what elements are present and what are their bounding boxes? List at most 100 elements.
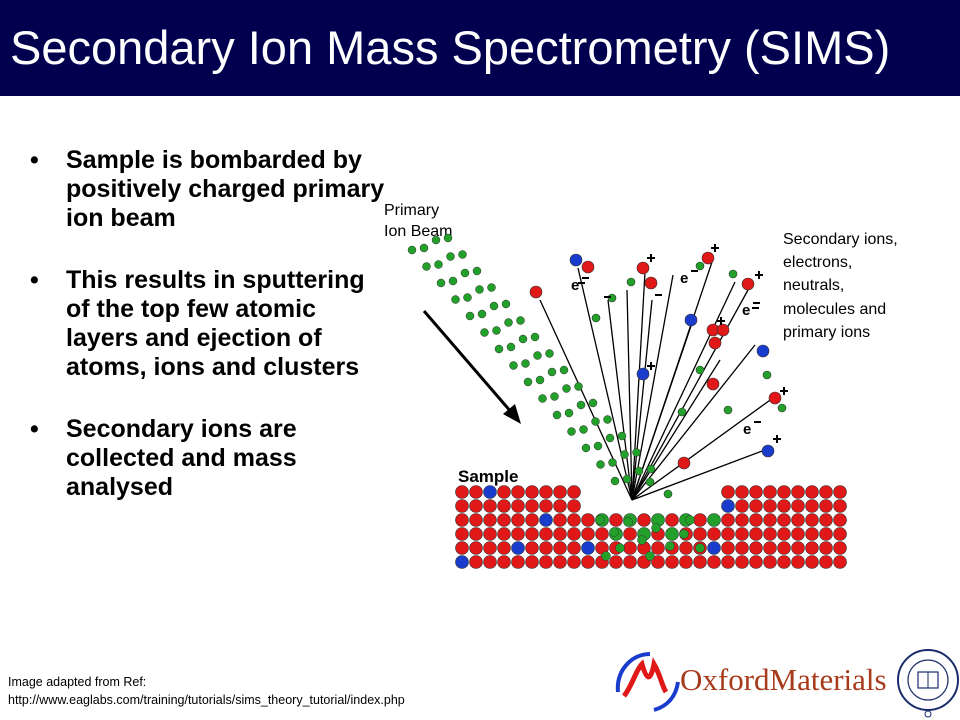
primary-ion [533, 351, 542, 360]
materials-emblem-icon [615, 652, 680, 712]
red-atom [567, 513, 581, 527]
primary-ion [622, 474, 632, 484]
primary-ion [559, 365, 569, 375]
red-atom [791, 555, 805, 569]
red-atom [777, 499, 791, 513]
red-atom [455, 485, 469, 499]
primary-ion [460, 268, 470, 278]
primary-ion [620, 450, 629, 459]
red-atom [623, 527, 637, 541]
primary-ion [603, 415, 612, 424]
university-seal-icon [897, 649, 959, 718]
primary-beam-label-line2: Ion Beam [384, 223, 452, 240]
ejected-red-atom [701, 251, 715, 265]
red-atom [567, 527, 581, 541]
primary-ion [610, 476, 620, 486]
red-atom [511, 555, 525, 569]
bullet-item: • This results in sputtering of the top … [30, 266, 390, 382]
primary-ion [574, 382, 583, 391]
red-atom [763, 527, 777, 541]
reference-line: Image adapted from Ref: [8, 675, 147, 689]
primary-ion [431, 235, 441, 245]
red-atom [777, 485, 791, 499]
red-atom [763, 541, 777, 555]
ejected-green-atom [728, 269, 738, 279]
red-atom [833, 485, 847, 499]
primary-ion [480, 328, 489, 337]
bullet-text: This results in sputtering of the top fe… [66, 266, 365, 381]
red-atom [469, 527, 483, 541]
red-atom [693, 555, 707, 569]
red-atom [469, 555, 483, 569]
primary-ion [463, 293, 472, 302]
green-atom [615, 543, 625, 553]
secondary-label-line: molecules and [783, 301, 886, 318]
primary-beam-label-line1: Primary [384, 202, 439, 219]
primary-ion [523, 377, 533, 387]
primary-ion [632, 448, 641, 457]
primary-ion [504, 318, 513, 327]
red-atom [623, 541, 637, 555]
secondary-label: Secondary ions, electrons, neutrals, mol… [783, 231, 898, 341]
red-atom [721, 555, 735, 569]
ejected-red-atom [706, 377, 720, 391]
red-atom [833, 527, 847, 541]
green-atom [695, 543, 705, 553]
red-atom [567, 499, 581, 513]
red-atom [553, 513, 567, 527]
red-atom [819, 485, 833, 499]
red-atom [693, 513, 707, 527]
red-atom [735, 555, 749, 569]
beam-direction-arrow [422, 310, 521, 424]
red-atom [483, 499, 497, 513]
primary-ion [596, 460, 605, 469]
electron-label: e [571, 277, 579, 294]
red-atom [805, 541, 819, 555]
red-atom [567, 541, 581, 555]
trajectory-line [631, 299, 653, 501]
red-atom [525, 555, 539, 569]
red-atom [539, 485, 553, 499]
primary-ion [434, 260, 443, 269]
red-atom [735, 513, 749, 527]
red-atom [805, 555, 819, 569]
red-atom [721, 485, 735, 499]
green-atom [665, 541, 675, 551]
red-atom [777, 541, 791, 555]
red-atom [525, 499, 539, 513]
secondary-label-line: primary ions [783, 324, 870, 341]
bullet-dot: • [30, 146, 39, 174]
blue-atom [721, 499, 735, 513]
bullet-dot: • [30, 415, 39, 443]
red-atom [833, 541, 847, 555]
ejected-red-atom [644, 276, 658, 290]
sample-label: Sample [458, 467, 518, 486]
ejected-red-atom [636, 261, 650, 275]
red-atom [805, 513, 819, 527]
primary-ion [436, 278, 446, 288]
red-atom [679, 555, 693, 569]
blue-atom [539, 513, 553, 527]
red-atom [819, 527, 833, 541]
primary-ion [419, 243, 429, 253]
red-atom [721, 527, 735, 541]
red-atom [497, 513, 511, 527]
red-atom [805, 485, 819, 499]
primary-ion [407, 245, 417, 255]
red-atom [581, 527, 595, 541]
red-atom [791, 541, 805, 555]
red-atom [511, 499, 525, 513]
green-atom [685, 515, 695, 525]
red-atom [553, 485, 567, 499]
red-atom [483, 555, 497, 569]
red-atom [777, 513, 791, 527]
red-atom [553, 527, 567, 541]
red-atom [721, 541, 735, 555]
red-atom [819, 499, 833, 513]
ejected-red-atom [716, 323, 730, 337]
red-atom [791, 527, 805, 541]
red-atom [581, 513, 595, 527]
primary-ion [489, 301, 499, 311]
green-atom [601, 551, 611, 561]
primary-ion [588, 398, 598, 408]
